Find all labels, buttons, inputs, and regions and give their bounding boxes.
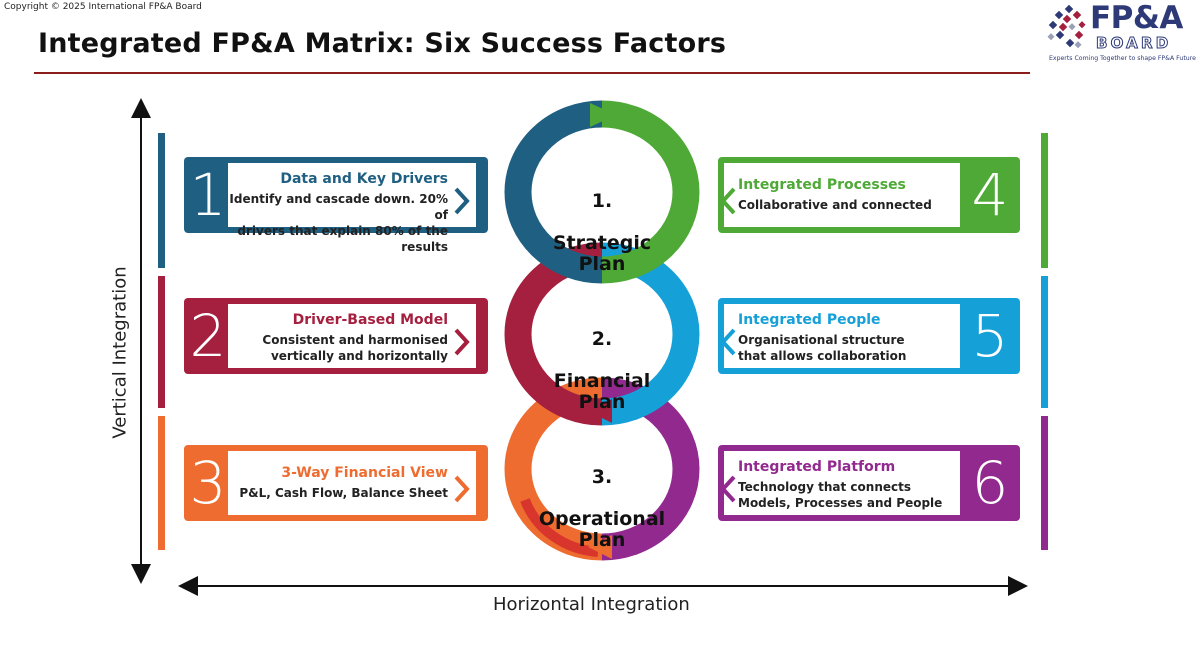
factor-title: 3-Way Financial View xyxy=(281,465,448,481)
ring-1-arrow xyxy=(590,103,616,127)
chevron-left-icon xyxy=(720,328,736,356)
factor-title: Data and Key Drivers xyxy=(280,171,448,187)
factor-body: Integrated People Organisational structu… xyxy=(720,304,960,368)
ring-2-arrow xyxy=(588,399,612,423)
title-divider xyxy=(34,72,1030,74)
plan-name: Operational Plan xyxy=(538,508,666,551)
factor-title: Integrated Processes xyxy=(738,177,906,193)
plan-name: Strategic Plan xyxy=(552,232,652,275)
factor-body: Driver-Based Model Consistent and harmon… xyxy=(228,304,476,368)
factor-number: 3 xyxy=(189,449,227,517)
factor-title: Integrated Platform xyxy=(738,459,896,475)
plan-name: Financial Plan xyxy=(553,370,651,413)
plan-3-label: 3. Operational Plan xyxy=(537,446,667,572)
page-title: Integrated FP&A Matrix: Six Success Fact… xyxy=(38,28,727,59)
ring-1-left xyxy=(504,100,603,284)
chevron-right-icon xyxy=(454,187,470,215)
chevron-left-icon xyxy=(720,475,736,503)
left-bar-1 xyxy=(158,133,165,268)
factor-description: Organisational structure that allows col… xyxy=(738,333,907,363)
ring-3-arrow xyxy=(588,535,612,559)
factor-description: Collaborative and connected xyxy=(738,198,932,212)
logo-name-bottom: BOARD xyxy=(1095,34,1172,53)
factor-title: Integrated People xyxy=(738,312,881,328)
right-bar-5 xyxy=(1041,276,1048,408)
factor-body: Integrated Platform Technology that conn… xyxy=(720,451,960,515)
plan-number: 1. xyxy=(591,190,613,212)
factor-number: 6 xyxy=(971,449,1009,517)
factor-body: Integrated Processes Collaborative and c… xyxy=(720,163,960,227)
logo-name-top: FP&A xyxy=(1090,0,1183,36)
chevron-right-icon xyxy=(454,475,470,503)
fpa-board-logo: FP&A BOARD Experts Coming Together to sh… xyxy=(1046,0,1196,66)
factor-card-5: Integrated People Organisational structu… xyxy=(718,298,1020,374)
left-bar-3 xyxy=(158,416,165,550)
factor-card-1: 1 Data and Key Drivers Identify and casc… xyxy=(184,157,488,254)
factor-description: Consistent and harmonised vertically and… xyxy=(262,333,448,363)
left-bar-2 xyxy=(158,276,165,408)
plan-number: 2. xyxy=(591,328,613,350)
factor-body: 3-Way Financial View P&L, Cash Flow, Bal… xyxy=(228,451,476,515)
factor-number: 4 xyxy=(971,161,1009,229)
factor-card-6: Integrated Platform Technology that conn… xyxy=(718,445,1020,521)
factor-card-3: 3 3-Way Financial View P&L, Cash Flow, B… xyxy=(184,445,488,521)
factor-body: Data and Key Drivers Identify and cascad… xyxy=(228,163,476,254)
logo-tagline: Experts Coming Together to shape FP&A Fu… xyxy=(1049,55,1196,62)
factor-description: P&L, Cash Flow, Balance Sheet xyxy=(239,486,448,500)
copyright-notice: Copyright © 2025 International FP&A Boar… xyxy=(4,2,202,12)
right-bar-4 xyxy=(1041,133,1048,268)
factor-description: Technology that connects Models, Process… xyxy=(738,480,943,510)
logo-emblem-icon xyxy=(1047,4,1086,49)
plan-number: 3. xyxy=(591,466,613,488)
factor-title: Driver-Based Model xyxy=(292,312,448,328)
factor-number: 2 xyxy=(189,302,227,370)
chevron-left-icon xyxy=(720,187,736,215)
horizontal-axis-label: Horizontal Integration xyxy=(493,594,690,615)
chevron-right-icon xyxy=(454,328,470,356)
factor-number: 1 xyxy=(189,161,227,229)
right-bar-6 xyxy=(1041,416,1048,550)
factor-description: Identify and cascade down. 20% of driver… xyxy=(229,192,448,254)
plan-2-label: 2. Financial Plan xyxy=(537,308,667,434)
factor-card-4: Integrated Processes Collaborative and c… xyxy=(718,157,1020,233)
factor-card-2: 2 Driver-Based Model Consistent and harm… xyxy=(184,298,488,374)
plan-1-label: 1. Strategic Plan xyxy=(537,170,667,296)
ring-1-right xyxy=(601,100,700,284)
factor-number: 5 xyxy=(971,302,1009,370)
